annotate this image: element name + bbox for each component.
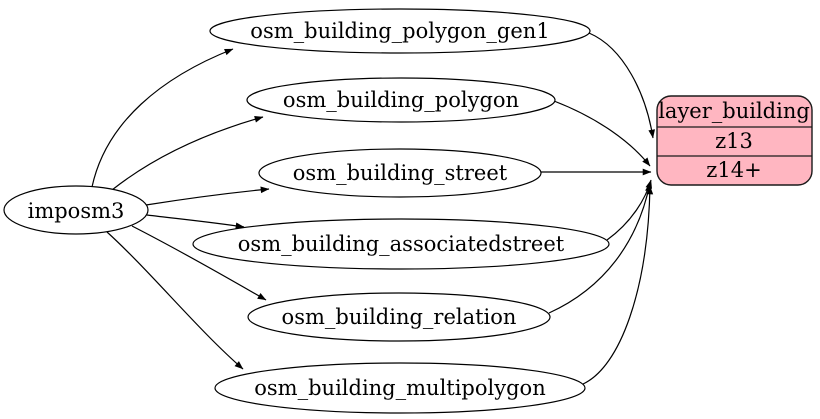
layer-building-row-z14: z14+ — [706, 158, 761, 182]
node-osm-building-polygon: osm_building_polygon — [246, 77, 556, 123]
edge-imposm3-to-osm-building-associatedstreet — [146, 214, 245, 230]
edge-group-right — [541, 32, 655, 385]
osm-building-street-label: osm_building_street — [293, 161, 508, 185]
edge-osm-building-polygon-gen1-to-z13 — [588, 32, 655, 139]
osm-building-associatedstreet-label: osm_building_associatedstreet — [238, 232, 565, 256]
osm-building-polygon-ellipse — [246, 77, 556, 123]
edge-imposm3-to-osm-building-street — [145, 186, 270, 206]
edge-imposm3-to-osm-building-polygon — [111, 116, 264, 191]
node-imposm3: imposm3 — [3, 185, 149, 235]
imposm3-label: imposm3 — [28, 199, 125, 223]
edge-osm-building-multipolygon-to-z14 — [582, 185, 654, 385]
edge-imposm3-to-osm-building-multipolygon — [106, 231, 244, 370]
edge-osm-building-relation-to-z14 — [548, 182, 652, 314]
edge-imposm3-to-osm-building-polygon-gen1 — [91, 48, 234, 188]
edge-imposm3-to-osm-building-relation — [131, 225, 267, 301]
osm-building-street-ellipse — [258, 148, 542, 198]
node-osm-building-multipolygon: osm_building_multipolygon — [214, 362, 586, 414]
node-layer-building: layer_building z13 z14+ — [656, 95, 813, 186]
layer-building-box — [656, 95, 813, 186]
osm-building-relation-label: osm_building_relation — [282, 305, 517, 329]
node-osm-building-relation: osm_building_relation — [247, 292, 551, 342]
edge-osm-building-polygon-to-z14 — [553, 100, 651, 167]
node-osm-building-polygon-gen1: osm_building_polygon_gen1 — [209, 8, 591, 54]
osm-building-multipolygon-label: osm_building_multipolygon — [254, 376, 545, 400]
osm-building-relation-ellipse — [247, 292, 551, 342]
osm-building-polygon-label: osm_building_polygon — [283, 88, 519, 112]
edge-osm-building-associatedstreet-to-z14 — [606, 179, 652, 241]
node-osm-building-associatedstreet: osm_building_associatedstreet — [192, 218, 610, 270]
edge-group-left — [91, 48, 270, 370]
osm-building-multipolygon-ellipse — [214, 362, 586, 414]
imposm3-ellipse — [3, 185, 149, 235]
osm-building-associatedstreet-ellipse — [192, 218, 610, 270]
node-osm-building-street: osm_building_street — [258, 148, 542, 198]
layer-building-title: layer_building — [658, 99, 810, 123]
osm-building-polygon-gen1-ellipse — [209, 8, 591, 54]
osm-building-polygon-gen1-label: osm_building_polygon_gen1 — [250, 19, 549, 43]
layer-building-row-z13: z13 — [715, 129, 753, 153]
